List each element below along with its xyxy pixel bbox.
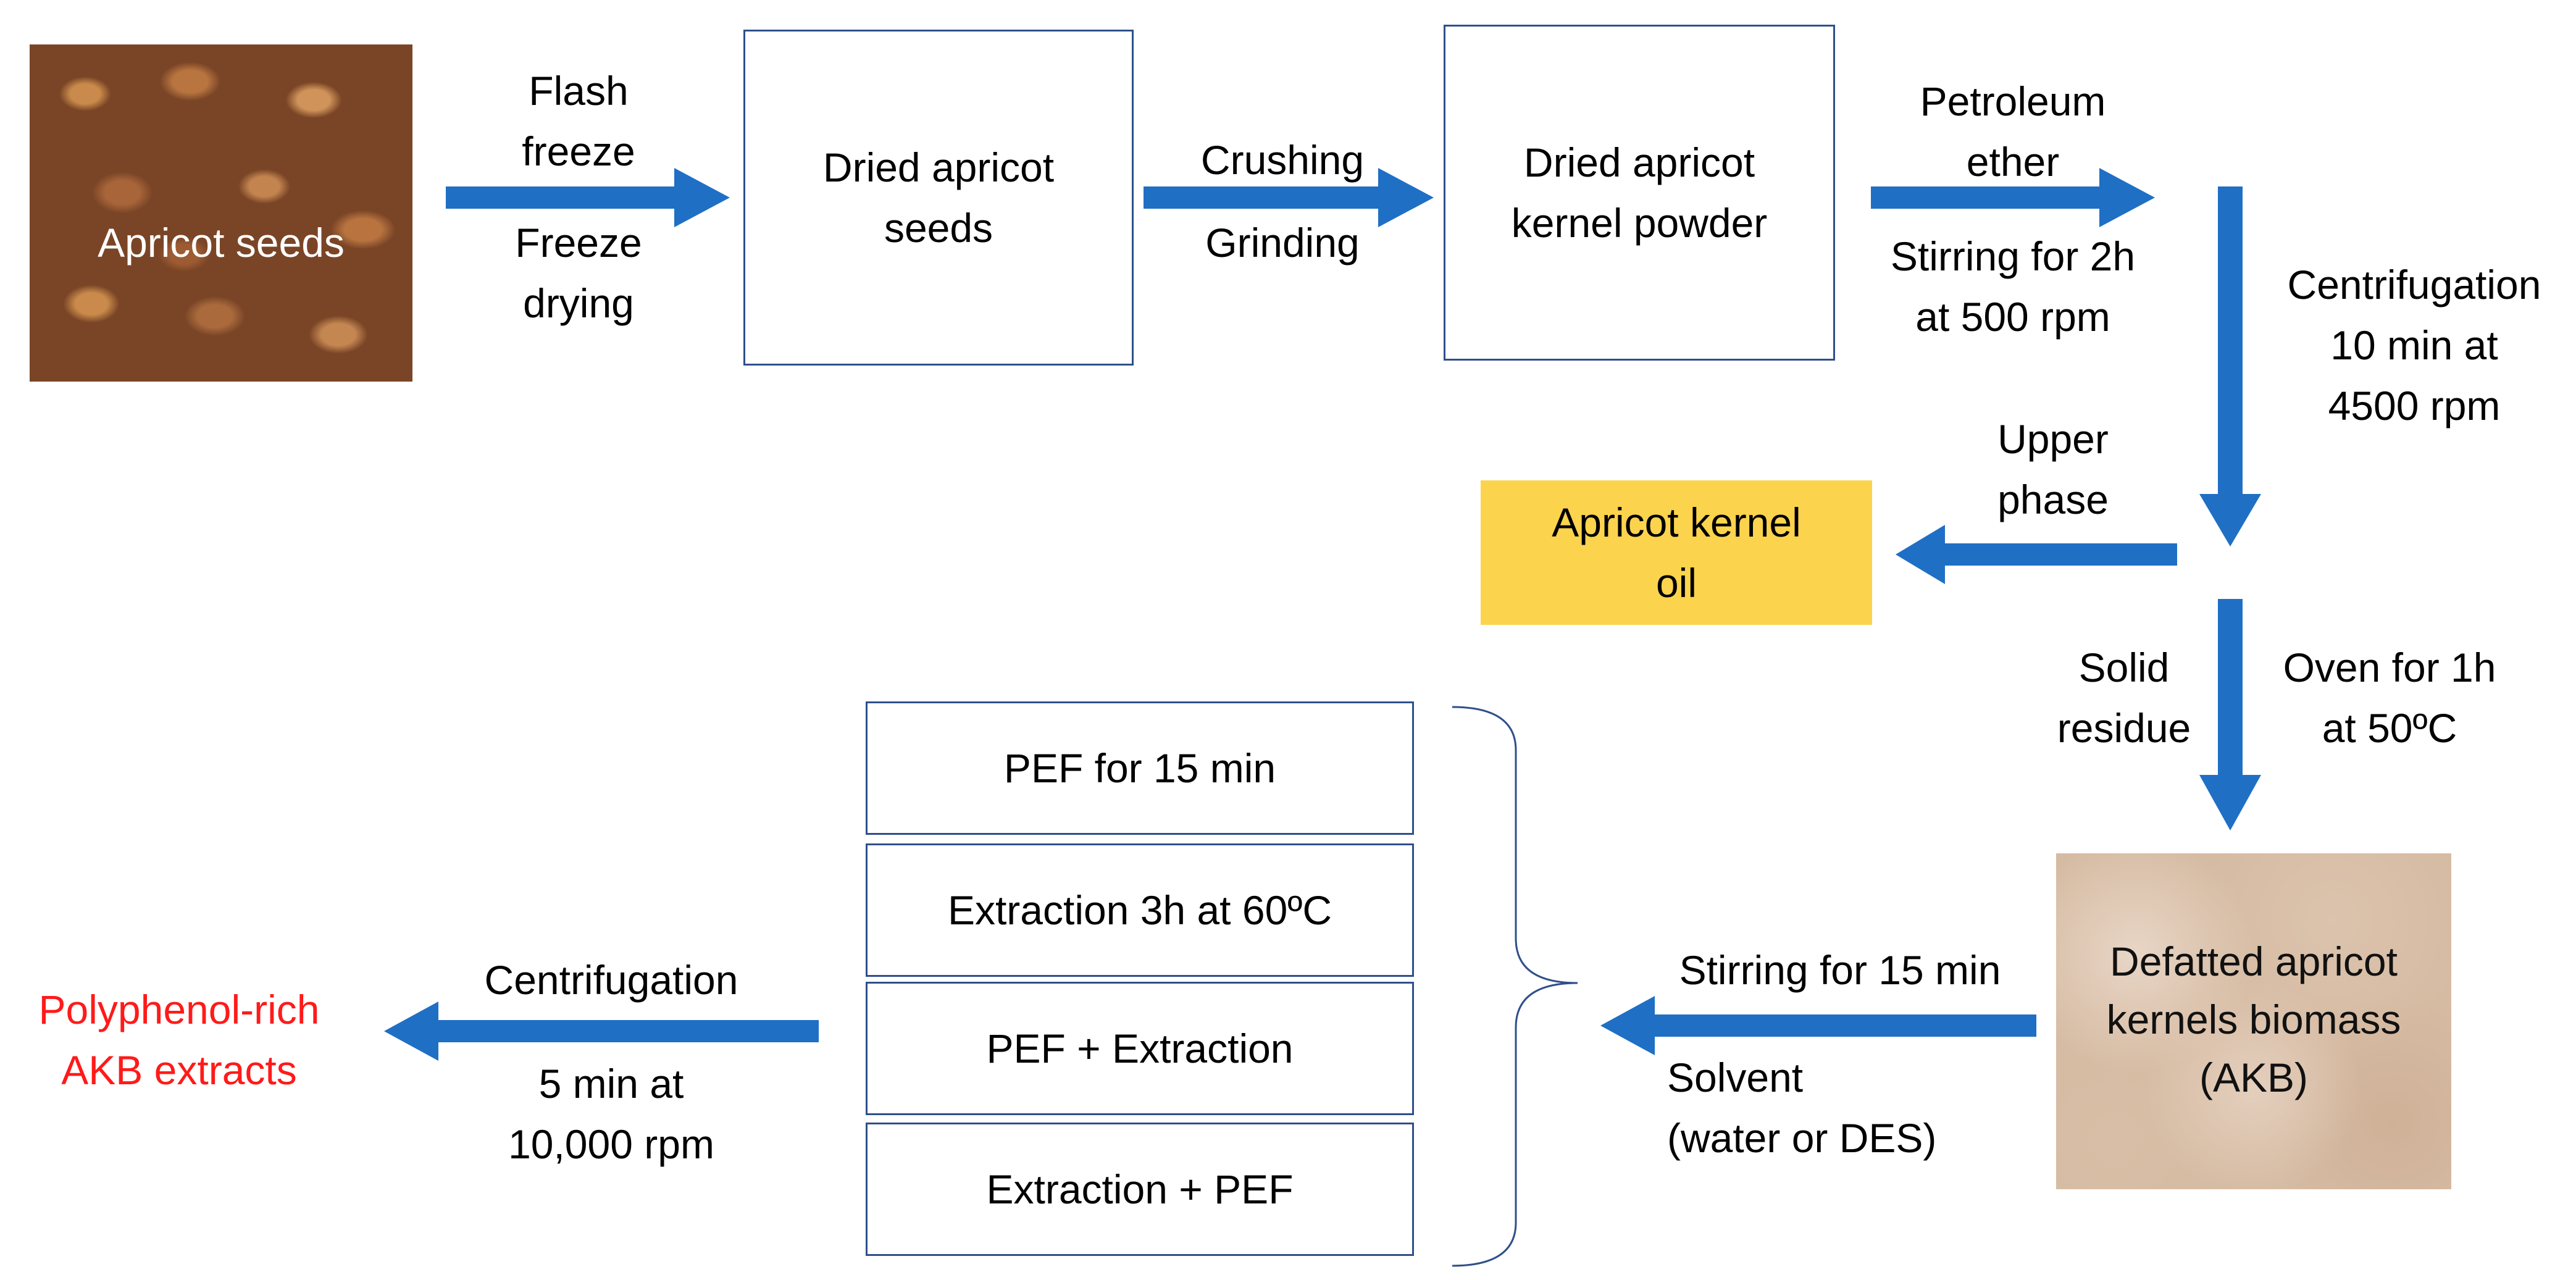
biomass-label: Defatted apricot kernels biomass (AKB) [2106,939,2401,1100]
solvent-label: Solvent(water or DES) [1667,1055,1937,1161]
arrow-centrifuge1-down [2199,186,2261,546]
arrow-stir15 [1600,996,2036,1055]
grinding-label: Grinding [1205,220,1360,266]
treatment-extraction-box: Extraction 3h at 60ºC [866,843,1414,977]
treatment-brace [1452,706,1578,1267]
arrow-oven-down [2199,599,2261,830]
treatment-extraction-pef-box: Extraction + PEF [866,1123,1414,1256]
arrow-crush [1144,168,1434,227]
defatted-biomass-image: Defatted apricot kernels biomass (AKB) [2056,853,2451,1189]
stirring-15-label: Stirring for 15 min [1679,947,2001,993]
arrow-centrifuge2 [384,1002,819,1061]
centrifugation-2-label: Centrifugation [484,957,738,1003]
apricot-seeds-image: Apricot seeds [30,44,412,382]
arrow-ether [1871,168,2155,227]
apricot-seeds-label: Apricot seeds [98,220,345,266]
arrow-freeze [446,168,730,227]
crushing-label: Crushing [1200,137,1365,183]
arrow-upper-phase [1896,525,2177,584]
treatment-pef-extraction-box: PEF + Extraction [866,982,1414,1115]
treatment-pef-box: PEF for 15 min [866,701,1414,835]
